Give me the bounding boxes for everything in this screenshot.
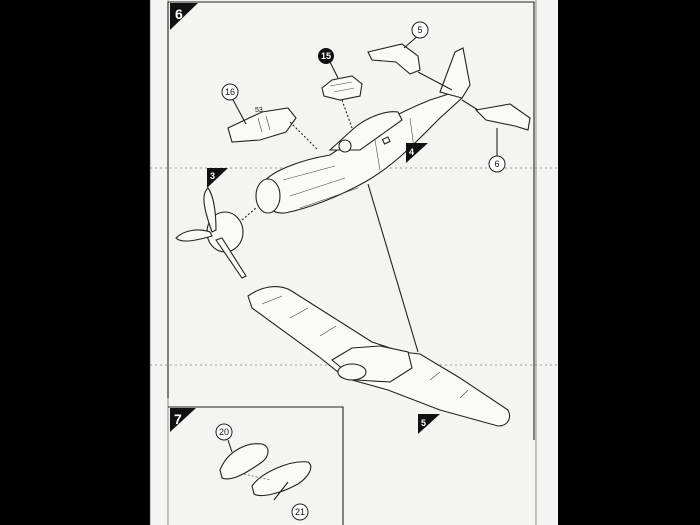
ref-triangle-3: 3: [207, 168, 228, 188]
vertical-tail: [439, 47, 471, 99]
callout-5-top: 5: [403, 21, 429, 49]
callout-6: 6: [488, 128, 506, 173]
step-7-frame: [168, 406, 344, 525]
callout-15: 15: [318, 48, 339, 79]
callout-6-label: 6: [494, 159, 499, 169]
step-6-frame: [168, 1, 535, 440]
ref-4-label: 4: [409, 147, 414, 157]
step-7-badge: [170, 408, 196, 432]
callout-21-label: 21: [295, 507, 305, 517]
elevator-right: [367, 43, 453, 91]
step-7-number: 7: [174, 411, 182, 427]
canopy: [321, 75, 363, 129]
propeller: [175, 187, 257, 279]
callout-16-label: 16: [225, 87, 235, 97]
wing: [247, 183, 511, 427]
wing-alignment-line: [367, 183, 419, 353]
elevator-left: [461, 99, 531, 131]
callout-20-label: 20: [219, 427, 229, 437]
callout-20: 20: [215, 423, 233, 441]
ref-5-label: 5: [421, 418, 426, 428]
ref-triangle-4: 4: [406, 143, 428, 163]
callout-16: 16: [221, 83, 247, 125]
gun-cover: [227, 107, 319, 151]
step-6-badge: [170, 3, 198, 30]
ref-triangle-5: 5: [418, 414, 440, 434]
wheel-well: [337, 363, 367, 381]
callout-21: 21: [291, 503, 309, 521]
ref-3-label: 3: [210, 171, 215, 181]
step-6-number: 6: [175, 6, 183, 22]
fuselage: [255, 47, 471, 214]
pilot-figure: [338, 139, 352, 153]
callout-5-top-label: 5: [417, 25, 422, 35]
callout-15-label: 15: [321, 51, 331, 61]
windscreen-assembly: [219, 439, 312, 501]
part-53-label: 53: [255, 107, 263, 114]
engine-cowl-front: [255, 178, 281, 214]
